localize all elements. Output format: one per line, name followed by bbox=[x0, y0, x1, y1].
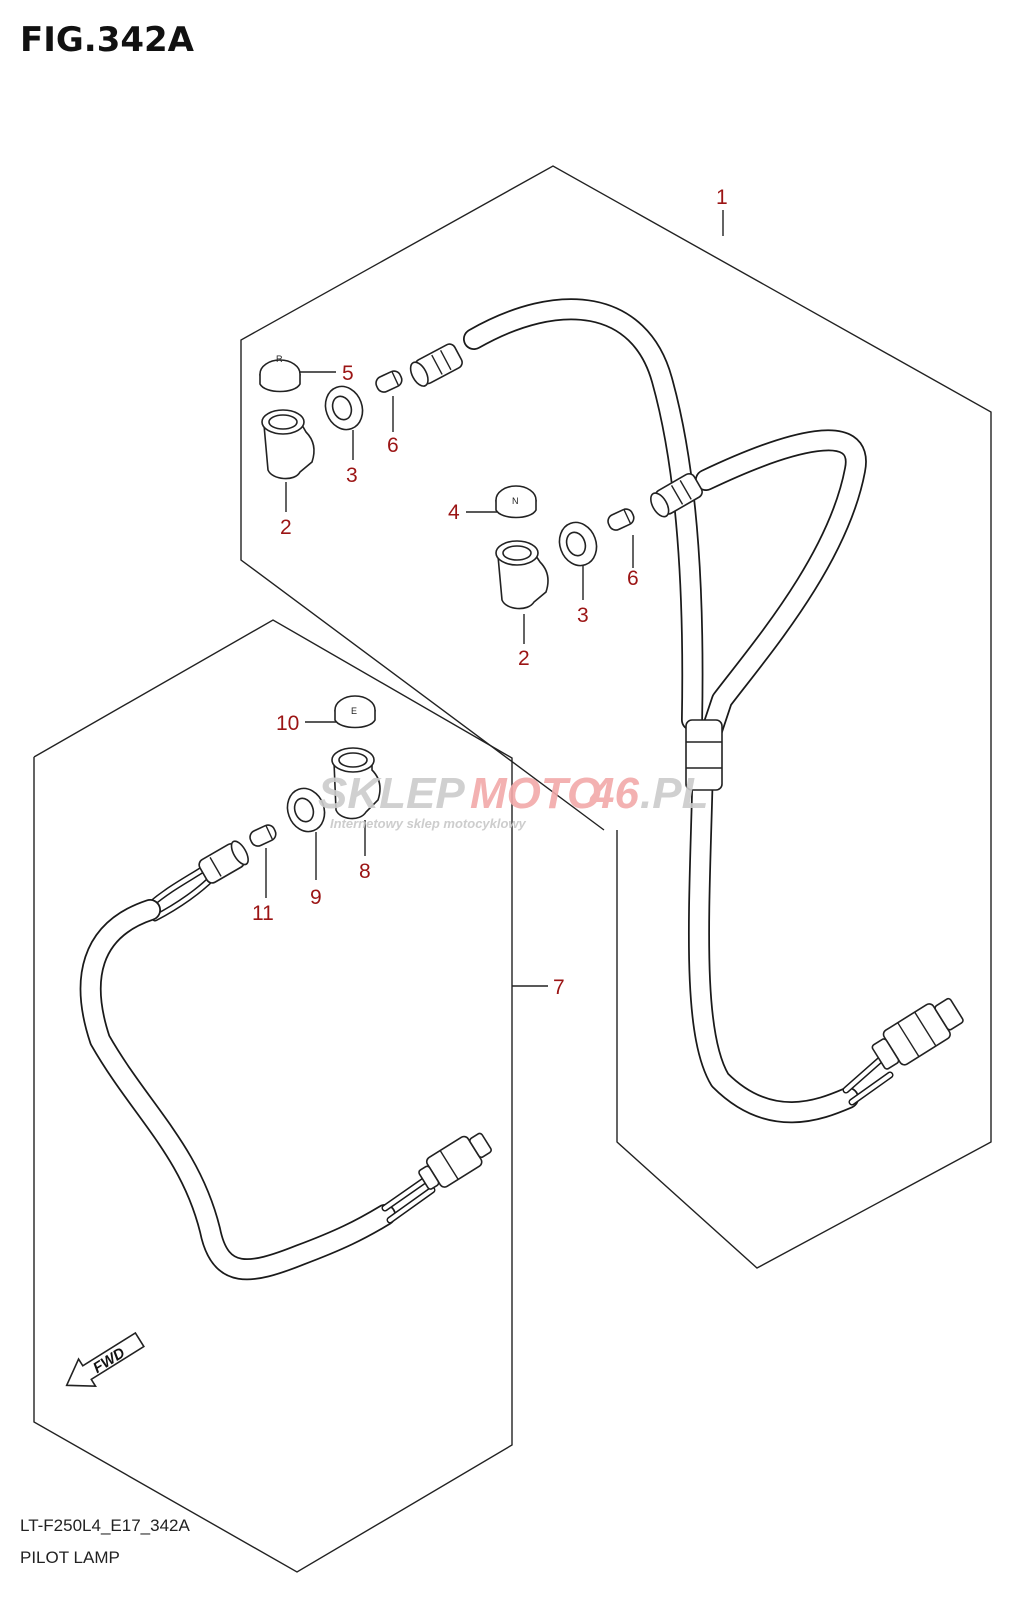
figure-name: PILOT LAMP bbox=[20, 1548, 120, 1567]
part-label-10: 10 bbox=[276, 712, 299, 735]
part-label-9: 9 bbox=[310, 886, 322, 909]
part-5-cap: R bbox=[259, 354, 301, 393]
part-6-bulb-right bbox=[607, 508, 635, 531]
leader-lines bbox=[265, 210, 724, 987]
part-8-housing bbox=[331, 747, 381, 820]
part-label-5: 5 bbox=[342, 362, 354, 385]
part-label-8: 8 bbox=[359, 860, 371, 883]
part-label-4: 4 bbox=[448, 501, 460, 524]
part-label-2b: 2 bbox=[518, 647, 530, 670]
part-6-bulb-left bbox=[375, 370, 403, 393]
harness-1 bbox=[409, 298, 964, 1124]
svg-text:R: R bbox=[276, 354, 283, 364]
part-11-bulb bbox=[249, 824, 277, 847]
watermark-tagline: Internetowy sklep motocyklowy bbox=[330, 816, 527, 831]
part-label-1: 1 bbox=[716, 186, 728, 209]
part-label-6a: 6 bbox=[387, 434, 399, 457]
figure-title: FIG.342A bbox=[20, 20, 194, 60]
part-2-housing-right bbox=[495, 540, 549, 610]
part-10-cap: E bbox=[334, 695, 376, 729]
part-3-grommet-right bbox=[558, 521, 598, 567]
part-label-3b: 3 bbox=[577, 604, 589, 627]
part-label-2a: 2 bbox=[280, 516, 292, 539]
part-9-grommet bbox=[286, 787, 326, 833]
svg-text:N: N bbox=[512, 496, 519, 506]
watermark: SKLEP MOTO 46 .PL Internetowy sklep moto… bbox=[318, 769, 708, 831]
group-outline-1 bbox=[240, 165, 992, 1269]
watermark-brand-tld: .PL bbox=[640, 769, 708, 818]
watermark-brand-left: SKLEP bbox=[318, 769, 465, 818]
svg-text:E: E bbox=[351, 706, 357, 716]
harness-7 bbox=[79, 840, 492, 1281]
part-4-cap: N bbox=[495, 485, 537, 519]
watermark-brand-mid: MOTO bbox=[470, 769, 601, 818]
part-label-6b: 6 bbox=[627, 567, 639, 590]
fwd-arrow-icon: FWD bbox=[65, 1331, 145, 1388]
watermark-brand-num: 46 bbox=[589, 769, 639, 818]
part-3-grommet-left bbox=[324, 385, 364, 431]
figure-code: LT-F250L4_E17_342A bbox=[20, 1516, 190, 1535]
part-label-3a: 3 bbox=[346, 464, 358, 487]
part-label-7: 7 bbox=[553, 976, 565, 999]
group-outline-7 bbox=[33, 619, 513, 1573]
part-label-11: 11 bbox=[252, 902, 274, 925]
part-2-housing-left bbox=[261, 409, 315, 480]
